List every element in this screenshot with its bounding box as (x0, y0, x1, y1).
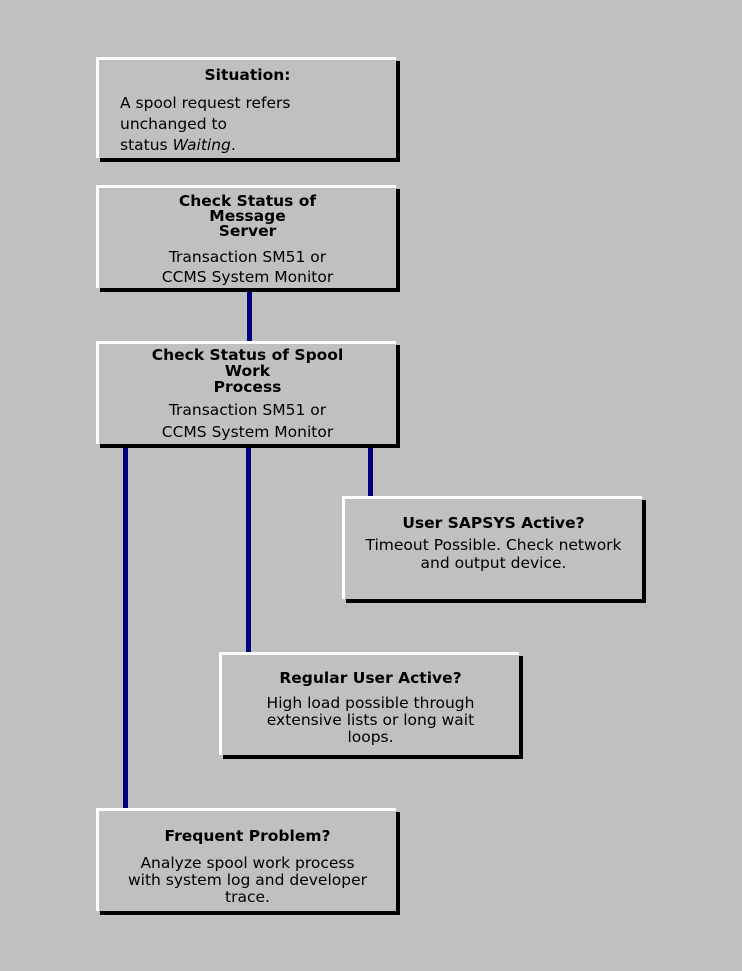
connector-spool-process-to-regular-user (246, 443, 251, 653)
node-situation-body-italic: Waiting (172, 136, 231, 154)
node-check-spool-work-process: Check Status of Spool Work Process Trans… (96, 341, 396, 444)
node-regular-user-active-body: High load possible through extensive lis… (266, 694, 475, 746)
node-frequent-problem-body: Analyze spool work process with system l… (127, 854, 368, 906)
node-check-spool-work-process-title: Check Status of Spool Work Process (151, 346, 344, 396)
node-check-spool-work-process-body: Transaction SM51 or CCMS System Monitor (161, 401, 334, 441)
node-situation-body-text: A spool request refers unchanged to stat… (120, 94, 291, 154)
node-user-sapsys-active-title: User SAPSYS Active? (402, 514, 585, 532)
node-situation: Situation: A spool request refers unchan… (96, 57, 396, 158)
node-situation-body: A spool request refers unchanged to stat… (99, 93, 396, 156)
node-regular-user-active-title: Regular User Active? (279, 669, 462, 687)
node-user-sapsys-active-body: Timeout Possible. Check network and outp… (365, 536, 622, 572)
connector-spool-process-to-user-sapsys (368, 443, 373, 497)
node-situation-title: Situation: (204, 66, 291, 84)
node-regular-user-active: Regular User Active? High load possible … (219, 652, 519, 755)
connector-spool-process-to-frequent-problem (123, 443, 128, 809)
node-situation-body-period: . (230, 136, 236, 154)
node-frequent-problem-title: Frequent Problem? (164, 827, 331, 845)
node-check-message-server-title: Check Status of Message Server (178, 192, 317, 240)
node-user-sapsys-active: User SAPSYS Active? Timeout Possible. Ch… (342, 496, 642, 599)
node-frequent-problem: Frequent Problem? Analyze spool work pro… (96, 808, 396, 911)
node-check-message-server-body: Transaction SM51 or CCMS System Monitor (161, 248, 334, 286)
connector-message-server-to-spool-process (247, 289, 252, 343)
node-check-message-server: Check Status of Message Server Transacti… (96, 185, 396, 288)
